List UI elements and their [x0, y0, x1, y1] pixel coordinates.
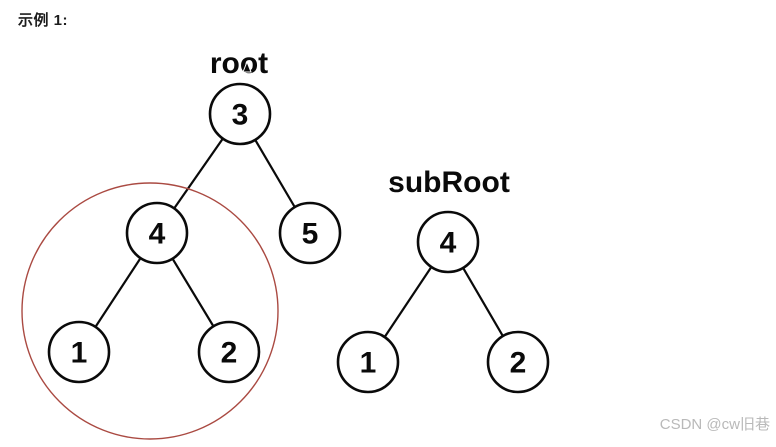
node-value: 4	[440, 227, 457, 260]
node-value: 1	[71, 337, 88, 370]
node-circle	[208, 82, 272, 146]
node-circle	[125, 201, 189, 265]
node-value: 3	[232, 99, 249, 132]
node-value: 4	[149, 218, 166, 251]
tree-node-2: 2	[197, 320, 261, 384]
node-value: 5	[302, 218, 319, 251]
node-value: 2	[510, 347, 527, 380]
node-circle	[47, 320, 111, 384]
node-circle	[336, 330, 400, 394]
tree-label-subRoot: subRoot	[388, 166, 510, 199]
node-value: 2	[221, 337, 238, 370]
node-circle	[416, 210, 480, 274]
node-circle	[486, 330, 550, 394]
tree-node-3: 3	[208, 82, 272, 146]
csdn-watermark: CSDN @cw旧巷	[659, 416, 770, 433]
tree-label-root: root	[210, 47, 268, 80]
node-value: 1	[360, 347, 377, 380]
example-label: 示例 1:	[18, 12, 69, 29]
tree-node-1: 1	[47, 320, 111, 384]
tree-node-4: 4	[125, 201, 189, 265]
cursor-artifact-icon	[242, 60, 252, 73]
node-circle	[197, 320, 261, 384]
tree-node-4: 4	[416, 210, 480, 274]
tree-node-1: 1	[336, 330, 400, 394]
subtree-highlight-circle	[21, 182, 279, 440]
tree-node-5: 5	[278, 201, 342, 265]
node-circle	[278, 201, 342, 265]
tree-node-2: 2	[486, 330, 550, 394]
